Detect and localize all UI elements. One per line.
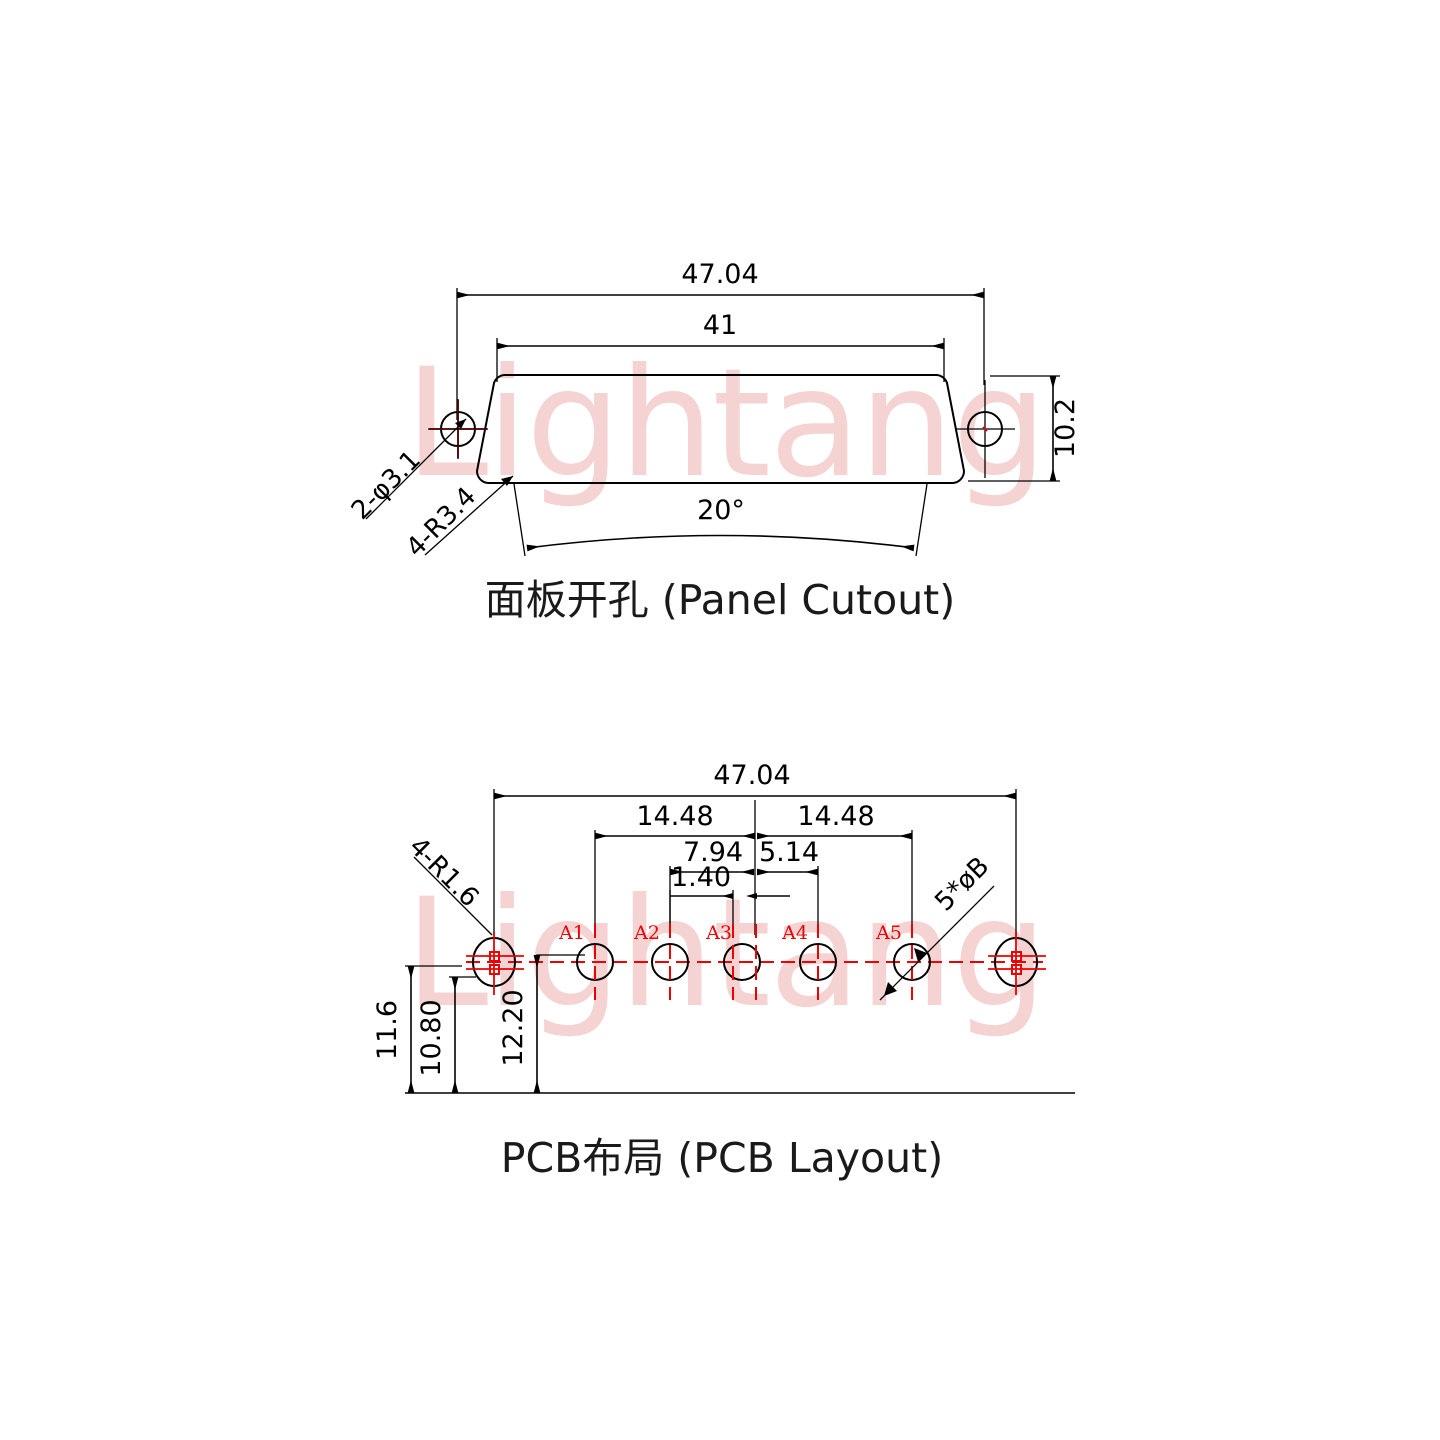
- panel-right-mounting-hole: [955, 380, 1015, 478]
- pcb-pad-a2: A2: [633, 922, 689, 1000]
- dim-pcb-140: 1.40: [669, 862, 790, 935]
- dim-pcb-1220: 12.20: [498, 954, 585, 1093]
- pcb-pad-a4: A4: [781, 922, 837, 1000]
- watermark-panel: Lightang: [405, 337, 1048, 511]
- dim-label: 10.80: [416, 999, 447, 1076]
- panel-cutout-caption: 面板开孔 (Panel Cutout): [485, 576, 956, 624]
- dim-label: 5.14: [759, 837, 819, 868]
- dim-label: 20°: [697, 495, 745, 526]
- dim-label: 14.48: [797, 801, 874, 832]
- pcb-pad-a5: A5: [875, 922, 931, 1000]
- pcb-pad-a3: A3: [705, 922, 761, 1000]
- pad-label: A5: [875, 922, 902, 944]
- dim-label: 14.48: [636, 801, 713, 832]
- pcb-pad-a1: A1: [558, 922, 614, 1000]
- dim-label: 47.04: [681, 259, 758, 290]
- dim-pcb-1080: 10.80: [416, 976, 476, 1093]
- dim-pcb-right-span: 14.48: [757, 801, 913, 935]
- pad-label: A1: [558, 922, 585, 944]
- dim-pcb-overall: 47.04: [493, 760, 1017, 940]
- dim-panel-inner: 41: [496, 310, 945, 382]
- dim-pcb-514: 5.14: [757, 837, 819, 935]
- watermark-text: Lightang: [405, 337, 1046, 511]
- dim-panel-height: 10.2: [968, 375, 1081, 482]
- pcb-right-mounting-hole: [988, 932, 1046, 995]
- panel-left-mounting-hole: [428, 399, 488, 459]
- dim-label: 11.6: [372, 1000, 403, 1060]
- pad-label: A2: [633, 922, 660, 944]
- dim-label: 12.20: [498, 989, 529, 1066]
- dim-pcb-116: 11.6: [372, 965, 462, 1093]
- dim-label: 10.2: [1050, 398, 1081, 458]
- dim-label: 7.94: [683, 837, 743, 868]
- dim-panel-angle: 20°: [513, 483, 928, 557]
- dim-label: 41: [703, 310, 737, 341]
- pcb-left-mounting-hole: [466, 932, 524, 995]
- dim-pcb-left-span: 14.48: [594, 800, 756, 935]
- pad-label: A3: [705, 922, 732, 944]
- dim-label: 1.40: [671, 862, 731, 893]
- dim-label: 47.04: [713, 760, 790, 791]
- pad-label: A4: [781, 922, 808, 944]
- pcb-layout-caption: PCB布局 (PCB Layout): [501, 1134, 943, 1182]
- panel-cutout-outline: [475, 374, 966, 484]
- dim-panel-overall: 47.04: [456, 259, 985, 420]
